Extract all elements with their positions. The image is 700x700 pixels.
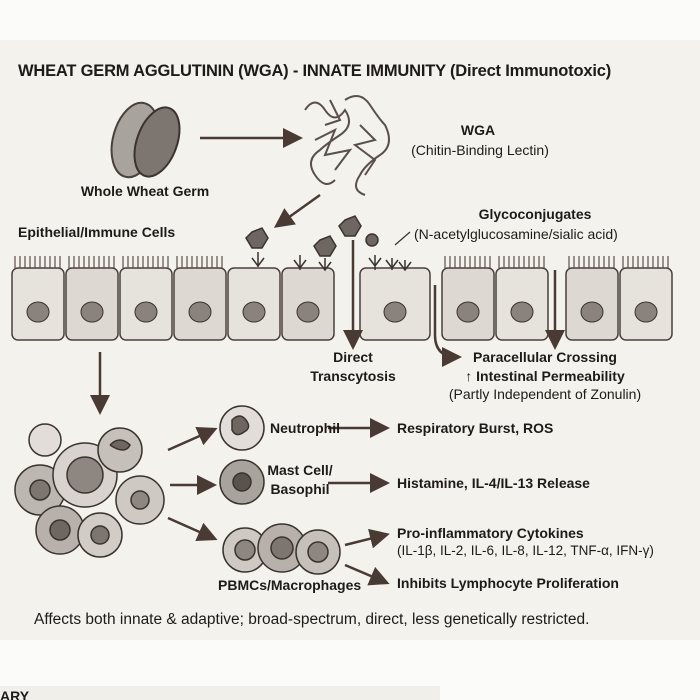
background-patch — [0, 686, 440, 700]
arrow — [167, 516, 218, 542]
epithelial-cell — [119, 256, 173, 341]
epithelial-cell — [281, 267, 335, 341]
paracellular-arrow — [433, 285, 462, 367]
wga-description: (Chitin-Binding Lectin) — [411, 142, 549, 158]
pbmc-macrophage-icon — [222, 523, 341, 575]
epithelial-cell-row — [11, 256, 673, 341]
nucleus — [296, 301, 320, 323]
permeability-label: ↑ Intestinal Permeability — [465, 368, 625, 384]
nucleus — [456, 301, 480, 323]
microvilli — [622, 256, 669, 268]
epithelial-cell — [441, 256, 495, 341]
cut-heading: ARY — [0, 688, 30, 700]
pbmc-label: PBMCs/Macrophages — [218, 577, 362, 593]
mast-cell-effect: Histamine, IL-4/IL-13 Release — [397, 475, 590, 491]
nucleus — [26, 301, 50, 323]
wheat-germ-icon — [110, 101, 181, 179]
glycoconjugates-label: Glycoconjugates — [478, 206, 592, 222]
epithelial-cell — [359, 267, 431, 341]
wheat-germ-label: Whole Wheat Germ — [80, 183, 210, 199]
epithelial-cell — [227, 267, 281, 341]
background-patch — [0, 0, 700, 40]
nucleus — [242, 301, 266, 323]
arrow — [273, 193, 321, 228]
epithelial-cell — [495, 256, 549, 341]
arrow — [344, 563, 390, 586]
immune-cell-cluster-icon — [14, 423, 165, 558]
nucleus — [134, 301, 158, 323]
microvilli — [444, 256, 491, 268]
footer-note: Affects both innate & adaptive; broad-sp… — [34, 611, 590, 628]
wga-label: WGA — [460, 122, 496, 138]
page-title: WHEAT GERM AGGLUTININ (WGA) - INNATE IMM… — [18, 62, 611, 80]
nucleus — [80, 301, 104, 323]
microvilli — [498, 256, 545, 268]
nucleus — [580, 301, 604, 323]
cytokines-list: (IL-1β, IL-2, IL-6, IL-8, IL-12, TNF-α, … — [397, 543, 654, 558]
mast-cell-label: Mast Cell/ — [267, 462, 333, 478]
epithelial-cell — [565, 256, 619, 341]
epithelial-cell — [65, 256, 119, 341]
wga-protein-icon — [304, 95, 390, 196]
paracellular-label: Paracellular Crossing — [473, 349, 617, 365]
glycoconjugates-description: (N-acetylglucosamine/sialic acid) — [414, 226, 618, 242]
epithelial-cell — [11, 256, 65, 341]
nucleus — [383, 301, 407, 323]
transcytosis-label: Direct — [333, 349, 373, 365]
zonulin-note: (Partly Independent of Zonulin) — [448, 386, 642, 402]
basophil-label: Basophil — [270, 481, 330, 497]
epithelial-cell — [619, 256, 673, 341]
neutrophil-effect: Respiratory Burst, ROS — [397, 420, 554, 436]
arrow — [167, 426, 218, 452]
microvilli — [14, 256, 61, 268]
microvilli — [122, 256, 169, 268]
cells-label: Epithelial/Immune Cells — [18, 224, 176, 240]
transcytosis-label: Transcytosis — [310, 368, 396, 384]
glycoconjugate-icons — [245, 215, 412, 272]
neutrophil-icon — [219, 405, 265, 451]
microvilli — [176, 256, 223, 268]
cytokines-effect: Pro-inflammatory Cytokines — [397, 525, 584, 541]
microvilli — [68, 256, 115, 268]
nucleus — [634, 301, 658, 323]
epithelial-cell — [173, 256, 227, 341]
mast-cell-icon — [219, 459, 265, 505]
neutrophil-label: Neutrophil — [270, 420, 340, 436]
arrow — [344, 528, 390, 549]
leader-line — [394, 231, 411, 246]
microvilli — [568, 256, 615, 268]
nucleus — [510, 301, 534, 323]
lymphocyte-effect: Inhibits Lymphocyte Proliferation — [397, 575, 619, 591]
nucleus — [188, 301, 212, 323]
